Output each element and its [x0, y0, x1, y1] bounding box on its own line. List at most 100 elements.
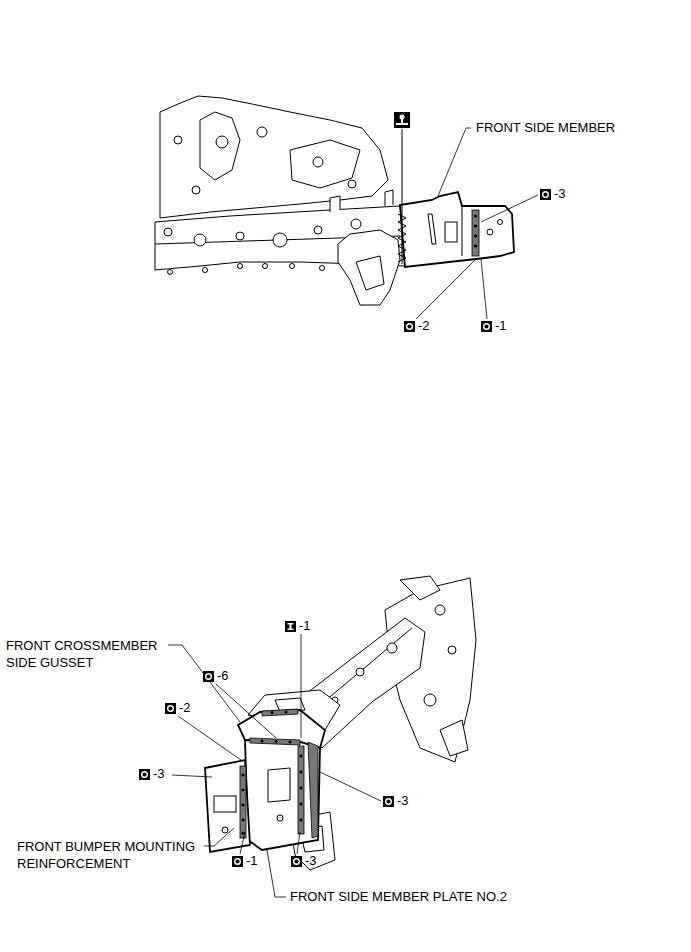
top-body-structure [236, 232, 244, 240]
top-body-structure [194, 234, 206, 246]
spot-weld-band [262, 709, 298, 716]
top-body-structure [155, 96, 405, 305]
callout-number: -3 [397, 793, 409, 809]
front-side-member [487, 229, 493, 235]
front-side-member [428, 214, 436, 244]
top-body-structure [385, 190, 393, 206]
weld-dots [242, 804, 245, 807]
top-body-structure [160, 96, 388, 218]
plug-weld-symbol [288, 629, 294, 631]
front-side-member [445, 222, 457, 242]
bottom-body-structure [448, 646, 456, 654]
callout-number: -6 [217, 668, 229, 684]
leader-lines [240, 832, 245, 854]
spot-weld-band [250, 738, 300, 745]
top-body-structure [200, 112, 240, 180]
weld-symbol [404, 321, 415, 332]
top-body-structure [330, 196, 340, 212]
weld-symbol [543, 192, 549, 198]
top-body-structure [290, 140, 360, 188]
cut-line [398, 129, 406, 264]
weld-symbol [383, 796, 394, 807]
spot-weld-band [308, 742, 318, 838]
weld-symbol [165, 703, 176, 714]
leader-lines [416, 259, 476, 319]
spot-weld-band [298, 746, 304, 834]
plug-weld-symbol [285, 621, 296, 632]
weld-dots [242, 711, 303, 835]
bottom-body-structure [387, 643, 397, 653]
spot-weld-band [472, 210, 479, 256]
bottom-body-structure [440, 720, 468, 756]
top-body-structure [348, 180, 356, 188]
weld-dots [300, 787, 303, 790]
leader-lines [320, 772, 381, 801]
front-side-member-plate [277, 815, 283, 821]
spot-weld-band [474, 234, 477, 237]
spot-weld-band [472, 210, 479, 256]
top-body-structure [164, 228, 172, 236]
top-body-structure [192, 186, 200, 194]
front-side-member [400, 192, 514, 267]
weld-symbol [484, 324, 490, 330]
callout-number: -2 [418, 318, 430, 334]
top-body-structure [314, 226, 322, 234]
cut-line [398, 214, 406, 262]
spot-weld-band [474, 244, 477, 247]
cut-symbol [394, 112, 410, 128]
top-body-structure [263, 264, 268, 269]
leader-lines [168, 645, 240, 722]
part-name: FRONT SIDE MEMBER PLATE NO.2 [290, 889, 507, 905]
spot-weld-band [474, 214, 477, 217]
weld-dots [261, 740, 264, 743]
weld-symbol [139, 671, 394, 867]
cut-symbol [396, 123, 408, 125]
weld-symbol [232, 856, 243, 867]
bottom-body-structure [400, 576, 440, 600]
top-body-structure [338, 230, 400, 305]
top-body-structure [216, 136, 228, 148]
top-body-structure [356, 256, 384, 290]
top-body-structure [290, 264, 295, 269]
cut-symbol [394, 112, 410, 128]
leader-lines [438, 128, 471, 196]
spot-weld-band [240, 709, 318, 838]
weld-dots [300, 771, 303, 774]
weld-dots [275, 740, 278, 743]
leader-lines [481, 195, 538, 222]
callout-number: -2 [179, 700, 191, 716]
weld-symbol [481, 321, 492, 332]
weld-dots [271, 711, 274, 714]
weld-symbol [142, 772, 148, 778]
front-side-member-plate [268, 768, 290, 802]
leader-lines [172, 775, 212, 777]
weld-symbol [291, 856, 302, 867]
callout-number: -1 [495, 318, 507, 334]
front-side-member-plate [238, 710, 325, 850]
top-body-structure [238, 264, 243, 269]
weld-symbol [404, 189, 551, 332]
part-name: FRONT BUMPER MOUNTING REINFORCEMENT [17, 838, 212, 872]
top-body-structure [351, 219, 361, 229]
weld-symbol [168, 706, 174, 712]
leader-lines [216, 684, 276, 738]
front-side-member [498, 220, 503, 225]
weld-symbol [540, 189, 551, 200]
weld-dots [300, 803, 303, 806]
top-body-structure [168, 270, 173, 275]
bottom-body-structure [435, 605, 445, 615]
top-body-structure [257, 127, 267, 137]
bottom-body-structure [356, 668, 364, 676]
top-body-structure [320, 266, 325, 271]
part-name: FRONT SIDE MEMBER [476, 120, 615, 136]
weld-dots [242, 832, 245, 835]
part-name: FRONT CROSSMEMBER SIDE GUSSET [6, 637, 171, 671]
callout-number: -3 [554, 186, 566, 202]
callout-number: -1 [299, 618, 311, 634]
weld-symbol [203, 671, 214, 682]
weld-dots [300, 755, 303, 758]
front-side-member [462, 206, 463, 256]
weld-symbol [294, 859, 300, 865]
front-side-member [400, 192, 514, 267]
weld-dots [285, 711, 288, 714]
